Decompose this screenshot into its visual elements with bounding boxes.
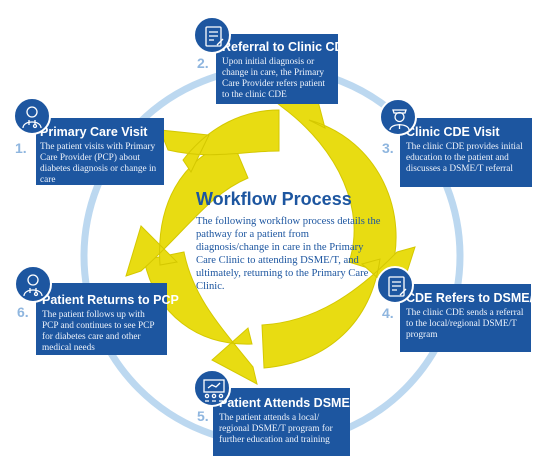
step-2-number: 2. (197, 55, 209, 71)
step-6-title: Patient Returns to PCP (42, 293, 179, 307)
step-2-description: Upon initial diagnosis or change in care… (222, 57, 325, 100)
step-3-title: Clinic CDE Visit (406, 125, 500, 139)
cycle-arrow-lower-right (261, 246, 416, 369)
step-4-title: CDE Refers to DSME/T (406, 291, 539, 305)
step-2-box: Referral to Clinic CDE Upon initial diag… (216, 34, 352, 104)
step-5-box: Patient Attends DSME/T The patient atten… (213, 388, 361, 456)
step-6-description: The patient follows up with PCP and cont… (42, 310, 155, 353)
step-1-title: Primary Care Visit (40, 125, 148, 139)
step-4-number: 4. (382, 305, 394, 321)
referral-document-icon (376, 266, 414, 304)
step-2-title: Referral to Clinic CDE (222, 40, 352, 54)
cycle-arrow-lower-left (143, 251, 258, 385)
cycle-arrow-upper-left (159, 109, 280, 174)
step-1-description: The patient visits with Primary Care Pro… (40, 142, 157, 185)
classroom-icon (193, 369, 231, 407)
step-5-description: The patient attends a local/ regional DS… (219, 413, 333, 445)
step-6-number: 6. (17, 304, 29, 320)
workflow-title: Workflow Process (196, 189, 352, 209)
doctor-icon (13, 97, 51, 135)
step-5-number: 5. (197, 408, 209, 424)
step-4-box: CDE Refers to DSME/T The clinic CDE send… (400, 284, 539, 352)
nurse-icon (379, 98, 417, 136)
step-3-description: The clinic CDE provides initial educatio… (406, 142, 523, 174)
step-1-number: 1. (15, 140, 27, 156)
referral-document-icon (193, 16, 231, 54)
doctor-icon (14, 265, 52, 303)
workflow-description: The following workflow process details t… (196, 216, 381, 292)
step-3-box: Clinic CDE Visit The clinic CDE provides… (400, 118, 532, 187)
step-5-title: Patient Attends DSME/T (219, 396, 361, 410)
step-6-box: Patient Returns to PCP The patient follo… (36, 283, 179, 355)
step-4-description: The clinic CDE sends a referral to the l… (406, 308, 524, 340)
step-1-box: Primary Care Visit The patient visits wi… (36, 118, 164, 185)
step-3-number: 3. (382, 140, 394, 156)
